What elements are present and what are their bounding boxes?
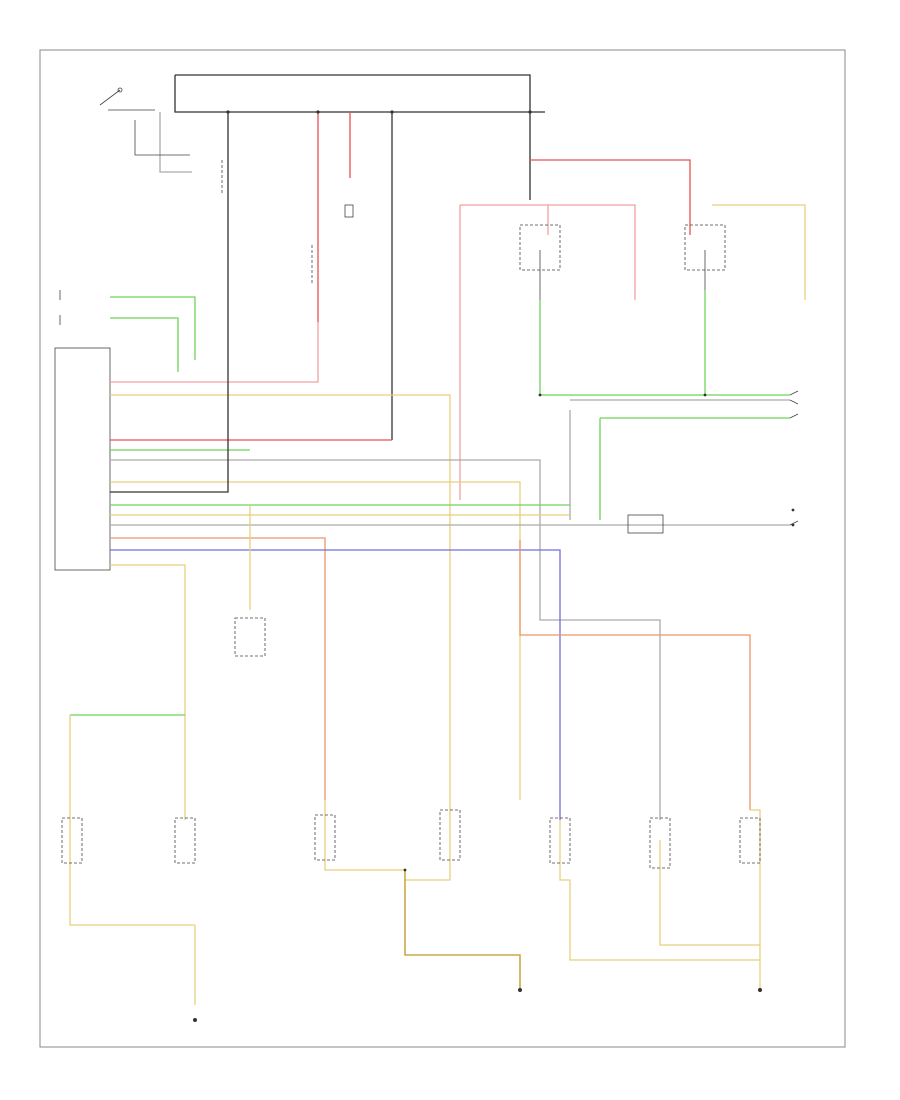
switch-symbols: [61, 809, 761, 869]
control-module: [54, 290, 111, 571]
splice-dots: [226, 110, 707, 872]
connector-arrows: [789, 390, 799, 527]
power-feed-wires: [159, 74, 545, 440]
relay-ground-wires: [539, 290, 790, 520]
relay-power-wires: [459, 159, 806, 500]
center-connector: [570, 514, 790, 534]
ignition-switch: [99, 87, 190, 156]
fuses: [221, 160, 354, 285]
module-harness-wires: [110, 200, 751, 820]
relays: [519, 224, 726, 330]
diagram-border: [39, 49, 846, 1048]
door-switch-wires: [69, 640, 761, 1005]
ground-points: [193, 988, 762, 1022]
buzzer: [234, 617, 266, 657]
